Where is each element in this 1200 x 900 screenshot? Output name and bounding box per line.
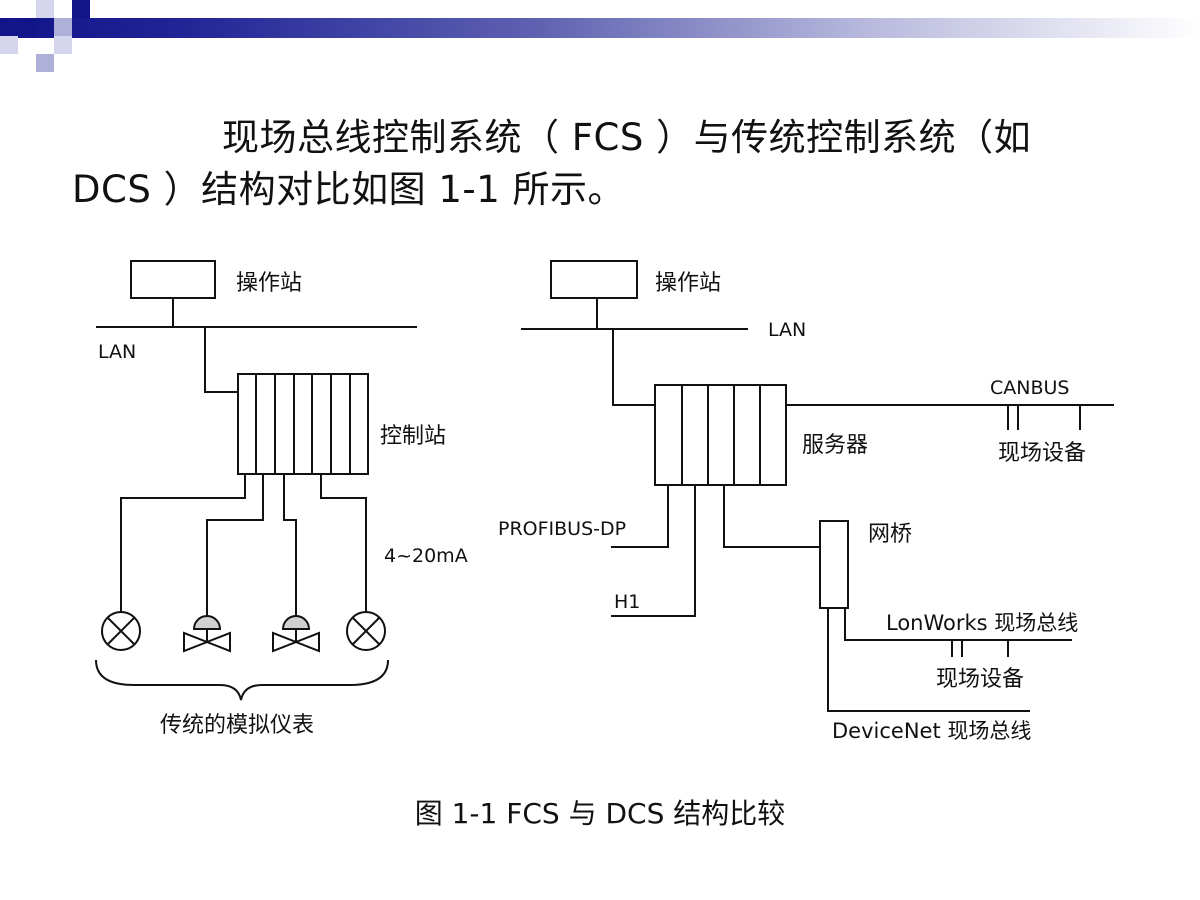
fcs-operator-station-label: 操作站 bbox=[655, 271, 721, 296]
fcs-lonworks-devices-label: 现场设备 bbox=[936, 667, 1024, 692]
fcs-server-to-bridge-link bbox=[723, 485, 820, 548]
intro-line-2: DCS ）结构对比如图 1-1 所示。 bbox=[72, 168, 626, 211]
dcs-signal-line-2 bbox=[206, 474, 264, 618]
dcs-lan-label: LAN bbox=[98, 341, 136, 363]
fcs-devicenet-label: DeviceNet 现场总线 bbox=[832, 719, 1031, 743]
fcs-lonworks-label: LonWorks 现场总线 bbox=[886, 611, 1078, 635]
dcs-analog-meter-cross bbox=[351, 616, 381, 646]
dcs-control-valve-body-left bbox=[272, 631, 299, 653]
dcs-control-valve-body-right bbox=[293, 631, 320, 653]
header-decoration-square bbox=[0, 36, 18, 54]
header-decoration-square bbox=[54, 36, 72, 54]
fcs-devicenet-bus-line bbox=[827, 608, 1030, 712]
dcs-analog-meter-cross bbox=[106, 616, 136, 646]
fcs-h1-line bbox=[611, 485, 696, 617]
dcs-operator-station-box bbox=[130, 260, 216, 299]
intro-text: 现场总线控制系统（ FCS ）与传统控制系统（如 DCS ）结构对比如图 1-1… bbox=[72, 112, 1112, 216]
dcs-signal-label: 4~20mA bbox=[384, 545, 468, 567]
fcs-lan-label: LAN bbox=[768, 319, 806, 341]
dcs-operator-station-label: 操作站 bbox=[236, 271, 302, 296]
fcs-server-box bbox=[654, 384, 787, 486]
fcs-bridge-box bbox=[819, 520, 849, 609]
dcs-lan-to-control-station-link bbox=[204, 327, 238, 393]
fcs-canbus-label: CANBUS bbox=[990, 377, 1069, 399]
dcs-control-valve-body-right bbox=[204, 631, 231, 653]
header-decoration-square bbox=[36, 54, 54, 72]
dcs-analog-instruments-label: 传统的模拟仪表 bbox=[160, 713, 314, 738]
figure-caption: 图 1-1 FCS 与 DCS 结构比较 bbox=[414, 797, 786, 830]
header-decoration-square bbox=[72, 0, 90, 18]
dcs-signal-line-3 bbox=[283, 474, 297, 618]
fcs-canbus-devices-label: 现场设备 bbox=[998, 441, 1086, 466]
header-decoration-square bbox=[54, 18, 72, 36]
dcs-control-valve-actuator-icon bbox=[281, 615, 311, 630]
fcs-profibus-dp-line bbox=[611, 485, 669, 548]
fcs-lan-to-server-link bbox=[612, 329, 655, 406]
fcs-h1-label: H1 bbox=[614, 591, 640, 613]
fcs-profibus-dp-label: PROFIBUS-DP bbox=[498, 518, 626, 540]
header-decoration-square bbox=[36, 0, 54, 18]
fcs-lonworks-bus-line bbox=[844, 608, 1072, 641]
header-decoration-square bbox=[18, 18, 36, 36]
fcs-server-label: 服务器 bbox=[802, 433, 868, 458]
dcs-control-station-box bbox=[237, 373, 369, 475]
dcs-control-station-label: 控制站 bbox=[380, 424, 446, 449]
dcs-instrument-brace bbox=[95, 659, 389, 701]
fcs-bridge-label: 网桥 bbox=[868, 522, 912, 547]
dcs-control-valve-actuator-icon bbox=[192, 615, 222, 630]
dcs-signal-line-1 bbox=[120, 474, 246, 612]
dcs-signal-line-4 bbox=[320, 474, 367, 612]
fcs-operator-station-box bbox=[550, 260, 638, 299]
intro-line-1: 现场总线控制系统（ FCS ）与传统控制系统（如 bbox=[222, 116, 1032, 159]
dcs-control-valve-body-left bbox=[183, 631, 210, 653]
header-gradient-bar bbox=[0, 18, 1200, 38]
